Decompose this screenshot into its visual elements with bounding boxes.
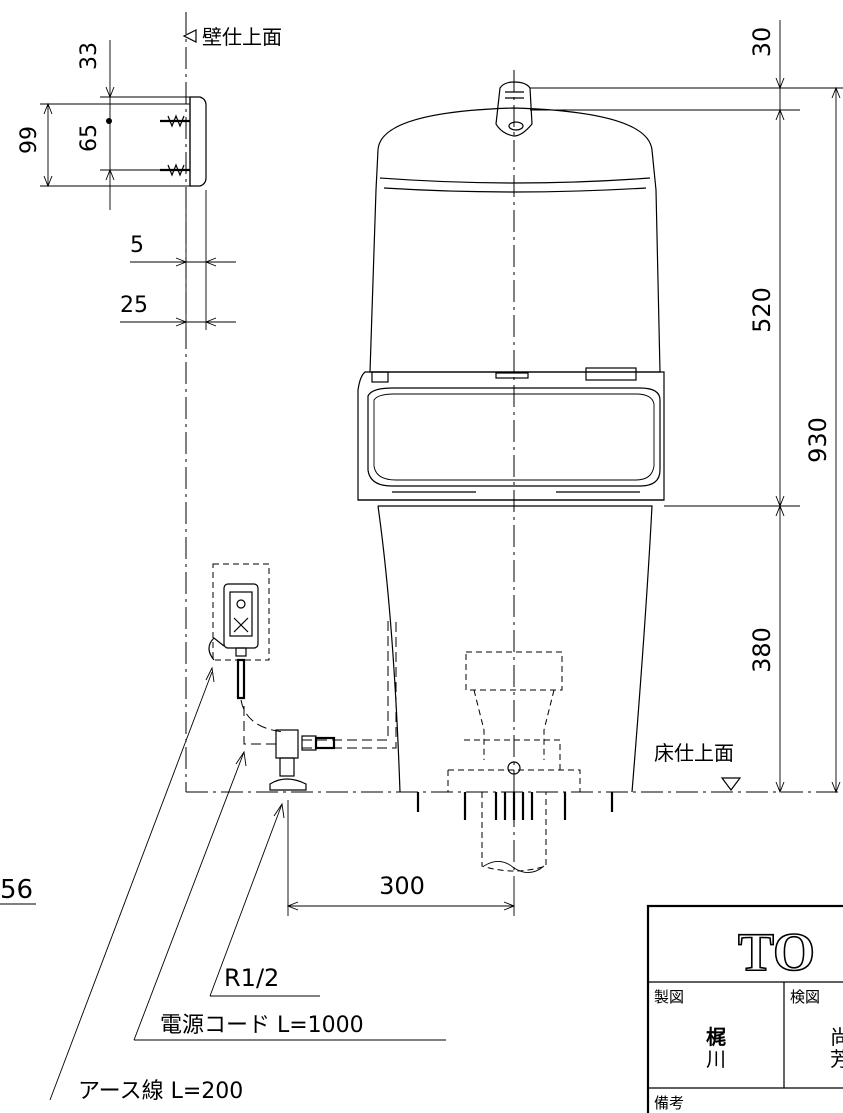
drafter-name-1: 梶 [706,1025,726,1049]
checked-by-label: 検図 [790,988,820,1006]
dim-30: 30 [748,27,776,58]
title-block: TO 製図 検図 梶 川 尚 芳 備考 [646,904,843,1113]
height-dimensions: 30 520 930 380 [530,20,843,794]
power-cord-label: 電源コード L=1000 [160,1013,364,1038]
dim-65: 65 [77,124,102,152]
dim-33: 33 [77,42,102,70]
checker-name-1: 尚 [830,1025,843,1049]
dim-520: 520 [748,287,776,333]
remote-dimensions: 33 99 65 5 25 [17,40,236,330]
floor-surface-label: 床仕上面 [654,741,734,765]
drafter-name-2: 川 [706,1047,726,1071]
dim-5: 5 [130,233,144,258]
toilet-bowl-body [377,505,653,873]
power-outlet-unit [208,563,285,745]
dim-930: 930 [804,417,832,463]
pipe-size-label: R1/2 [224,964,279,992]
checker-name-2: 芳 [830,1047,843,1071]
dim-25: 25 [120,293,148,318]
dim-300: 300 [379,872,425,900]
leader-lines [49,666,446,1101]
dim-99: 99 [17,126,42,154]
water-supply-valve [269,618,397,791]
toto-logo: TO [738,922,815,982]
drafted-by-label: 製図 [654,988,684,1006]
cut-off-value: 56 [0,875,33,905]
earth-wire-label: アース線 L=200 [78,1079,243,1104]
anchor-bolts [416,792,614,820]
offset-dimension-300: 300 [286,800,516,916]
remarks-label: 備考 [654,1094,684,1112]
toilet-tank [369,81,661,373]
wall-surface-label: 壁仕上面 [202,25,282,49]
dim-380: 380 [748,627,776,673]
toilet-seat-unit [357,367,665,501]
wall-surface-marker-icon [182,29,197,43]
wall-remote-controller [106,96,207,187]
floor-surface-marker-icon [720,777,742,791]
